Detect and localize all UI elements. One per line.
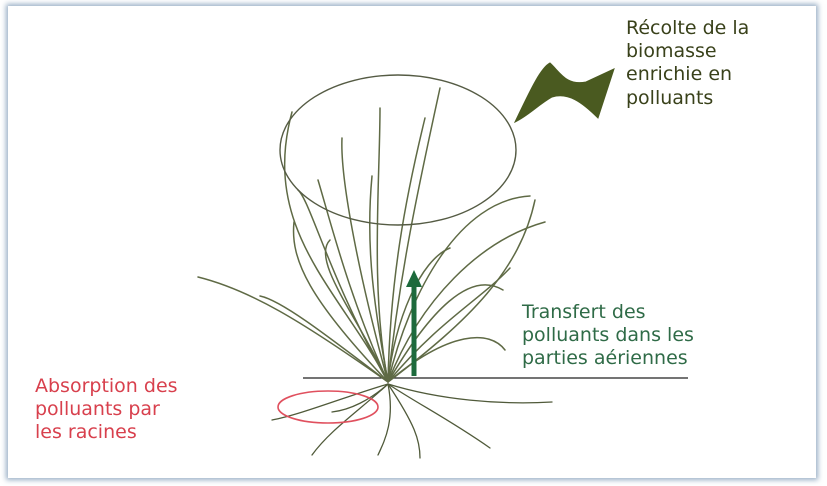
harvest-circle xyxy=(280,75,516,225)
harvest-label-line: Récolte de la xyxy=(626,17,749,40)
absorption-label-line: polluants par xyxy=(35,398,178,421)
plant-roots xyxy=(272,384,552,458)
harvest-label: Récolte de la biomasse enrichie en pollu… xyxy=(626,17,749,110)
absorption-label-line: Absorption des xyxy=(35,375,178,398)
absorption-label: Absorption des polluants par les racines xyxy=(35,375,178,445)
plant-leaves xyxy=(198,88,545,382)
transfer-label: Transfert des polluants dans les parties… xyxy=(522,301,694,371)
transfer-label-line: polluants dans les xyxy=(522,324,694,347)
transfer-label-line: Transfert des xyxy=(522,301,694,324)
harvest-label-line: biomasse xyxy=(626,40,749,63)
harvest-label-line: polluants xyxy=(626,87,749,110)
absorption-circle xyxy=(278,391,378,423)
curved-arrow-icon xyxy=(515,63,614,122)
transfer-label-line: parties aériennes xyxy=(522,347,694,370)
harvest-label-line: enrichie en xyxy=(626,63,749,86)
absorption-label-line: les racines xyxy=(35,421,178,444)
